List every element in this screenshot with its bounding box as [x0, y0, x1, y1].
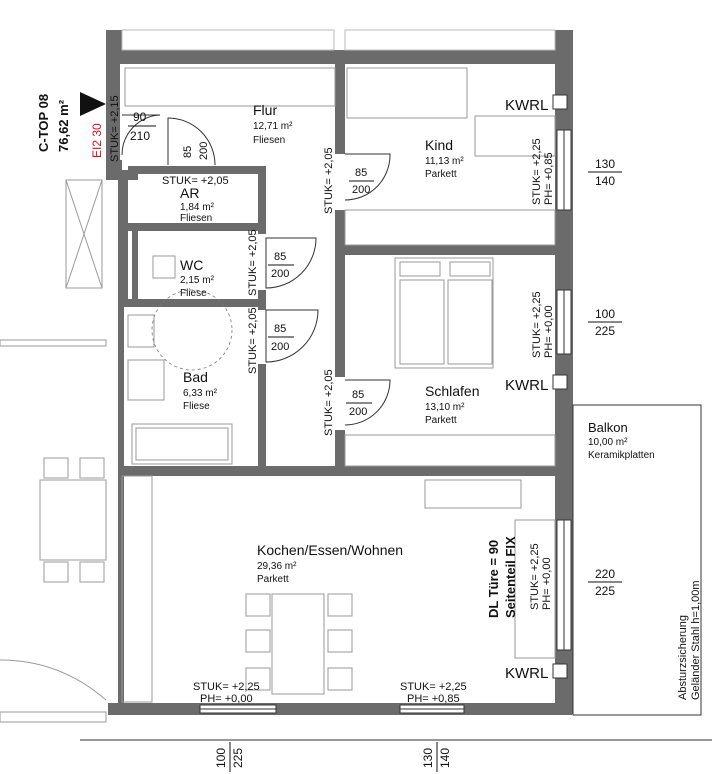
window-w-schlafen: 100	[595, 307, 615, 321]
room-floor-wc: Fliese	[180, 288, 207, 299]
window-stuk-schlafen: STUK= +2,25	[531, 291, 543, 358]
window-ph-schlafen: PH= +0,00	[543, 305, 555, 358]
room-area-kochen: 29,36 m²	[257, 561, 297, 572]
kwrl-label-middle: KWRL	[505, 377, 548, 394]
door-w-wc: 85	[274, 251, 286, 263]
window-stuk-wohnen: STUK= +2,25	[529, 543, 541, 610]
room-area-ar: 1,84 m²	[180, 202, 215, 213]
entrance-fire-rating: EI2 30	[90, 123, 104, 158]
window-h-bottom-left: 225	[231, 748, 245, 768]
window-h-bottom-right: 140	[438, 748, 452, 768]
exterior	[0, 179, 712, 741]
door-h-schlafen: 200	[349, 406, 367, 418]
door-h-wc: 200	[271, 268, 289, 280]
room-area-bad: 6,33 m²	[183, 388, 218, 399]
window-fix-label: Seitenteil FIX	[503, 536, 518, 618]
room-name-kind: Kind	[425, 137, 453, 153]
entrance-door-w: 90	[133, 110, 147, 124]
window-h-wohnen: 225	[595, 584, 615, 598]
window-stuk-bottom-right: STUK= +2,25	[400, 681, 467, 693]
room-floor-balkon: Keramikplatten	[588, 450, 655, 461]
window-w-bottom-left: 100	[214, 748, 228, 768]
window-h-kind: 140	[595, 174, 615, 188]
stuk-schlafen-door: STUK= +2,05	[323, 369, 335, 436]
room-name-kochen: Kochen/Essen/Wohnen	[257, 542, 403, 558]
window-w-bottom-right: 130	[421, 748, 435, 768]
kwrl-label-top: KWRL	[505, 97, 548, 114]
window-ph-kind: PH= +0,85	[543, 152, 555, 205]
room-name-balkon: Balkon	[588, 420, 628, 435]
door-w-kind: 85	[355, 167, 367, 179]
windows	[121, 29, 572, 714]
window-stuk-kind: STUK= +2,25	[531, 138, 543, 205]
furniture	[121, 67, 556, 703]
unit-id: C-TOP 08	[36, 94, 51, 152]
window-w-kind: 130	[595, 157, 615, 171]
stuk-kind-door: STUK= +2,05	[323, 147, 335, 214]
room-area-schlafen: 13,10 m²	[425, 402, 465, 413]
entrance-door-h: 210	[130, 129, 150, 143]
door-swings	[121, 114, 391, 426]
entrance-arrow-icon	[80, 92, 106, 116]
room-name-wc: WC	[180, 257, 203, 273]
door-h-kind: 200	[352, 184, 370, 196]
window-ph-bottom-right: PH= +0,85	[407, 693, 460, 705]
room-area-wc: 2,15 m²	[180, 275, 215, 286]
window-w-wohnen: 220	[595, 567, 615, 581]
door-w-schlafen: 85	[352, 389, 364, 401]
door-h-bad: 200	[271, 341, 289, 353]
stuk-ar: STUK= +2,05	[162, 175, 229, 187]
stuk-wc-door: STUK= +2,05	[247, 229, 259, 296]
room-floor-schlafen: Parkett	[425, 415, 457, 426]
room-area-kind: 11,13 m²	[425, 156, 464, 167]
kwrl-units	[552, 94, 568, 679]
room-name-flur: Flur	[253, 102, 277, 118]
room-name-ar: AR	[180, 185, 199, 201]
room-name-bad: Bad	[183, 369, 208, 385]
kwrl-label-bottom: KWRL	[505, 665, 548, 682]
unit-area: 76,62 m²	[56, 99, 71, 152]
window-door-label: DL Türe = 90	[486, 540, 501, 618]
room-name-schlafen: Schlafen	[425, 383, 479, 399]
door-w-bad: 85	[274, 323, 286, 335]
door-w-flur-ar: 85	[182, 146, 194, 158]
railing-note-1: Absturzsicherung	[677, 615, 689, 700]
room-floor-flur: Fliesen	[253, 135, 285, 146]
room-area-flur: 12,71 m²	[253, 121, 293, 132]
window-h-schlafen: 225	[595, 324, 615, 338]
window-ph-bottom-left: PH= +0,00	[200, 693, 253, 705]
stuk-bad-door: STUK= +2,05	[247, 307, 259, 374]
room-floor-kind: Parkett	[425, 169, 457, 180]
window-ph-wohnen: PH= +0,00	[541, 557, 553, 610]
railing-note-2: Geländer Stahl h=1,00m	[690, 580, 702, 700]
room-floor-kochen: Parkett	[257, 574, 289, 585]
room-floor-ar: Fliesen	[180, 213, 212, 224]
room-area-balkon: 10,00 m²	[588, 437, 628, 448]
window-stuk-bottom-left: STUK= +2,25	[193, 681, 260, 693]
room-floor-bad: Fliese	[183, 401, 210, 412]
entrance-stuk: STUK= +2,15	[109, 95, 121, 162]
door-h-flur-ar: 200	[198, 142, 210, 160]
